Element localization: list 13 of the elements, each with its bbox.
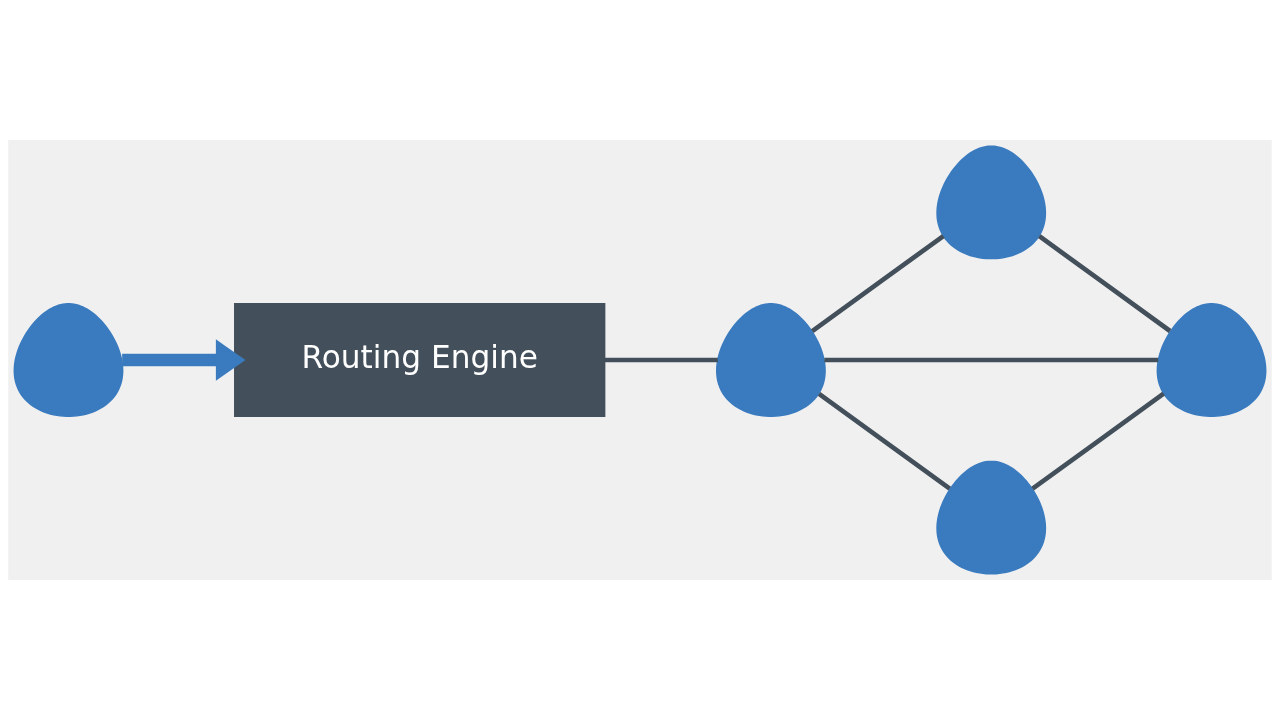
- connector: [1038, 234, 1172, 333]
- node-person: [936, 460, 1047, 575]
- connector: [810, 234, 945, 333]
- node-person: [936, 145, 1047, 260]
- connector: [817, 391, 952, 491]
- node-box: Routing Engine: [234, 303, 606, 417]
- node-person: [13, 303, 124, 417]
- connector: [824, 357, 1159, 363]
- arrow: [122, 339, 246, 381]
- node-person: [716, 303, 826, 417]
- connector: [1031, 391, 1165, 491]
- node-person: [1156, 303, 1267, 417]
- connector: [605, 357, 718, 363]
